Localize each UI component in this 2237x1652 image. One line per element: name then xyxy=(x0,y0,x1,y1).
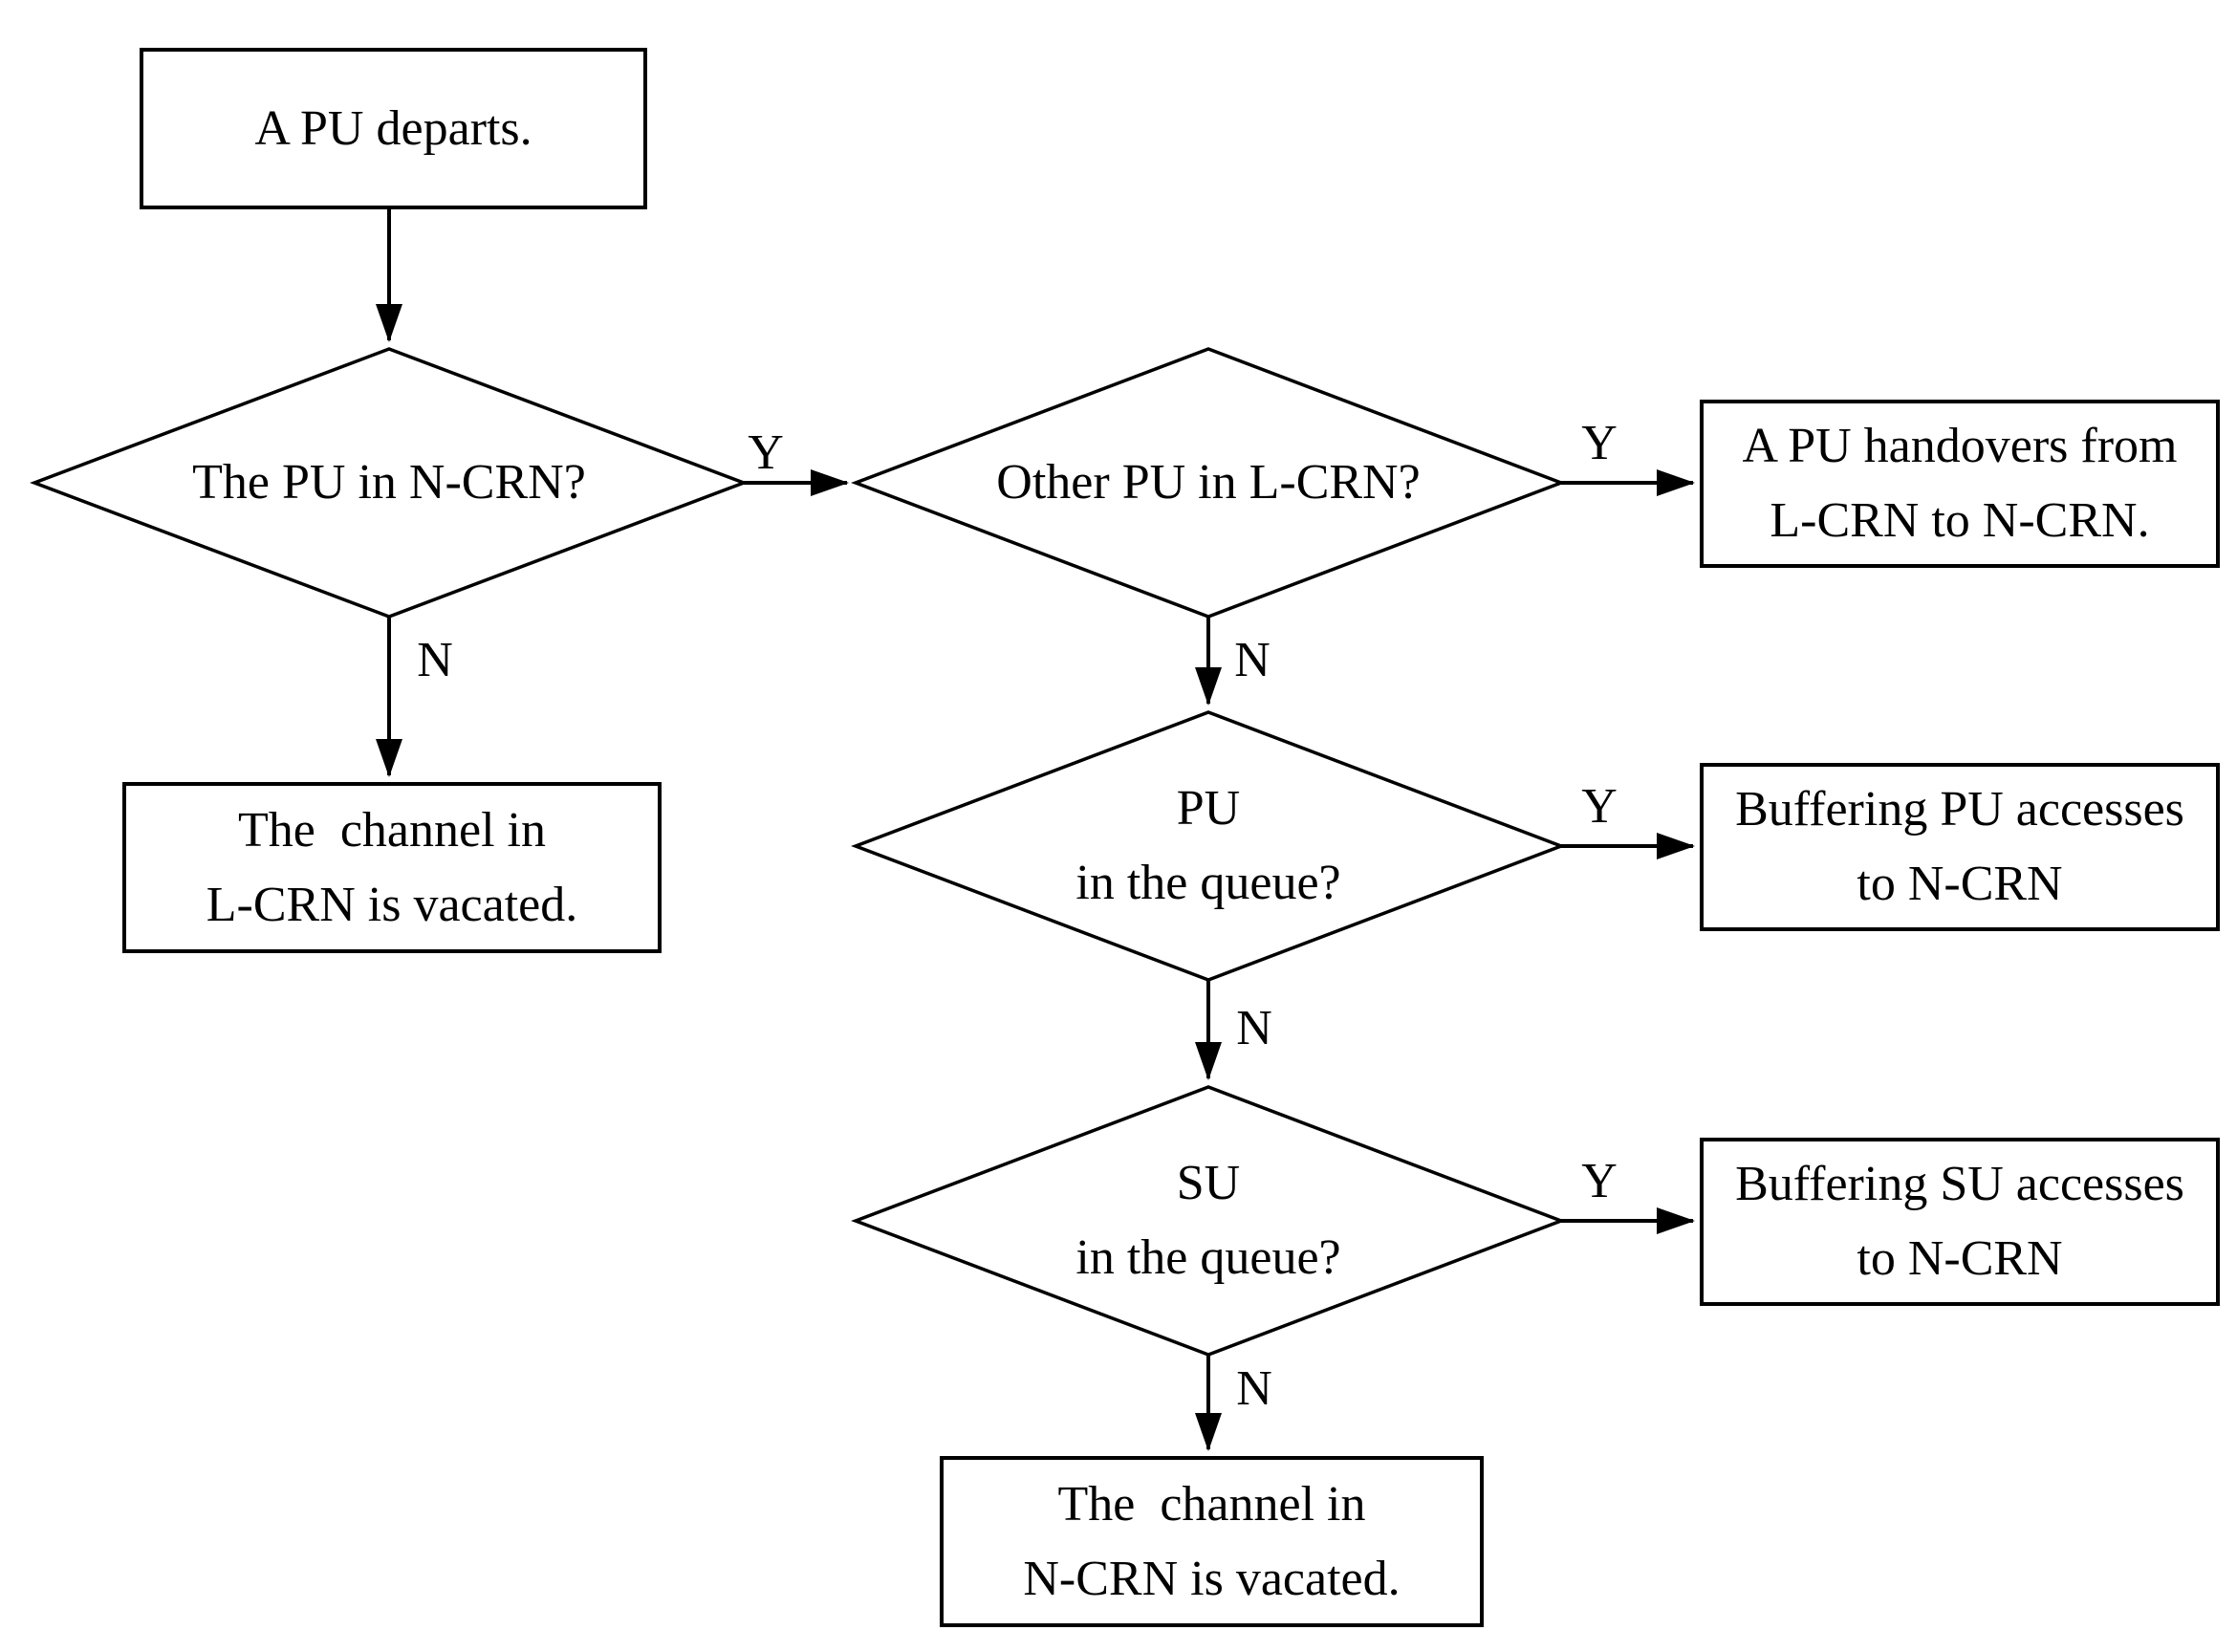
decision-pu-in-queue-label: PU in the queue? xyxy=(1075,781,1341,910)
buffer-pu-box xyxy=(1700,763,2220,931)
start-box-label: A PU departs. xyxy=(254,100,532,156)
d3-no-label: N xyxy=(1236,1000,1272,1055)
lcrn-vacated-box-label: The channel in L-CRN is vacated. xyxy=(206,802,578,932)
decision-other-pu-in-lcrn-label: Other PU in L-CRN? xyxy=(996,455,1421,510)
d2-yes-label: Y xyxy=(1581,415,1618,470)
ncrn-vacated-box-label: The channel in N-CRN is vacated. xyxy=(1023,1476,1401,1606)
decision-su-in-queue-label: SU in the queue? xyxy=(1075,1156,1341,1285)
d2-no-label: N xyxy=(1234,632,1271,687)
d3-yes-label: Y xyxy=(1581,778,1618,834)
start-box xyxy=(140,48,647,209)
buffer-su-box-label: Buffering SU accesses to N-CRN xyxy=(1735,1157,2184,1286)
buffer-su-box xyxy=(1700,1138,2220,1306)
lcrn-vacated-box xyxy=(122,782,662,953)
decision-pu-in-ncrn-label: The PU in N-CRN? xyxy=(192,455,586,510)
ncrn-vacated-box xyxy=(940,1456,1484,1627)
d4-no-label: N xyxy=(1236,1360,1272,1416)
handover-box-label: A PU handovers from L-CRN to N-CRN. xyxy=(1742,419,2178,548)
d4-yes-label: Y xyxy=(1581,1153,1618,1208)
handover-box xyxy=(1700,400,2220,568)
d1-yes-label: Y xyxy=(748,424,784,480)
buffer-pu-box-label: Buffering PU accesses to N-CRN xyxy=(1735,782,2184,911)
d1-no-label: N xyxy=(417,632,453,687)
